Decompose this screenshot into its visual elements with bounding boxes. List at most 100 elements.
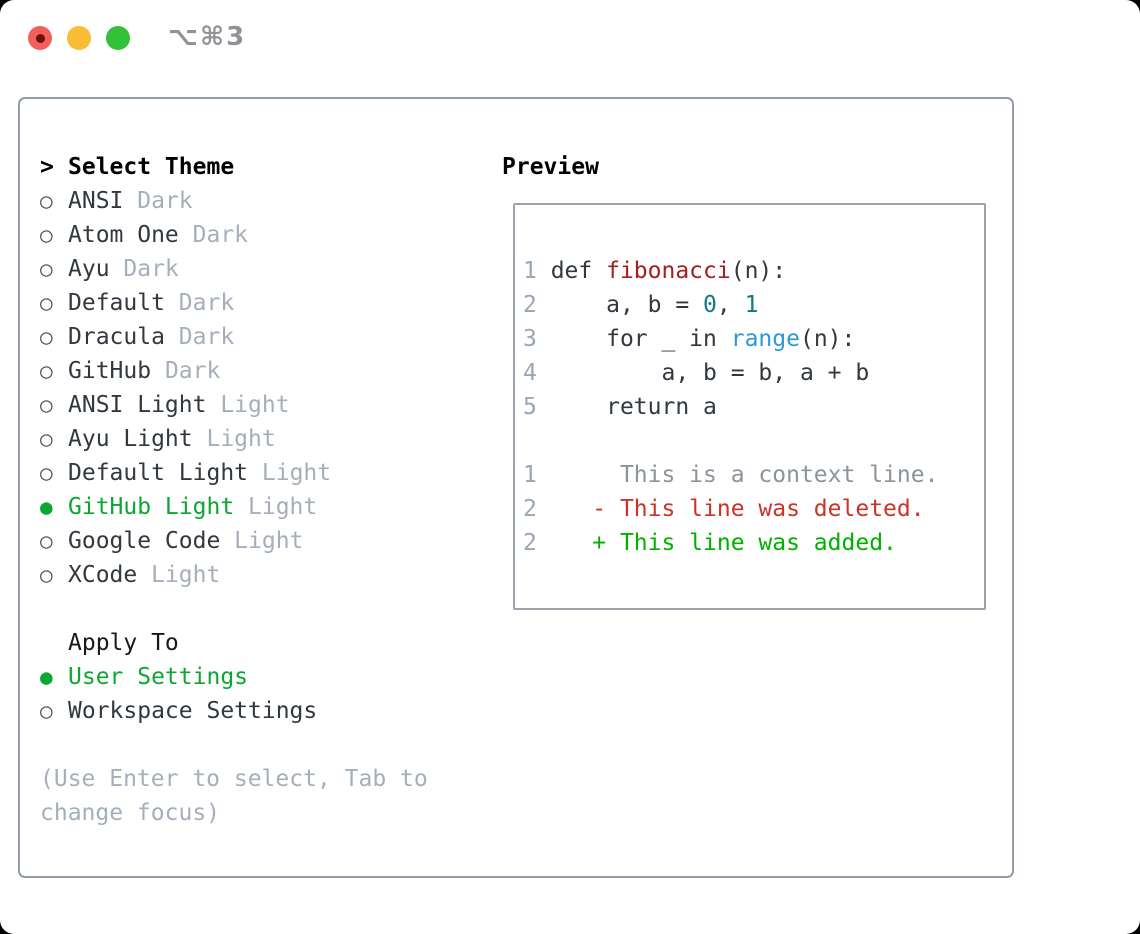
- theme-name: ANSI: [68, 188, 138, 214]
- code-line: 2 - This line was deleted.: [523, 492, 984, 526]
- apply-option-name: Workspace Settings: [68, 698, 318, 724]
- theme-option-ayu-light[interactable]: ○ Ayu Light Light: [40, 422, 490, 456]
- radio-unselected-icon: ○: [40, 291, 53, 315]
- radio-unselected-icon: ○: [40, 223, 53, 247]
- hint-text: (Use Enter to select, Tab to change focu…: [40, 766, 428, 826]
- theme-variant: Light: [206, 426, 276, 452]
- radio-unselected-icon: ○: [40, 257, 53, 281]
- theme-name: Ayu: [68, 256, 124, 282]
- apply-to-indent: [40, 626, 68, 660]
- focus-caret-icon: >: [40, 154, 54, 180]
- radio-unselected-icon: ○: [40, 427, 53, 451]
- code-segment-plain: return a: [550, 394, 717, 420]
- code-segment-plain: (n):: [730, 258, 787, 284]
- code-line: 5 return a: [523, 390, 984, 424]
- theme-option-default[interactable]: ○ Default Dark: [40, 286, 490, 320]
- theme-option-ansi[interactable]: ○ANSI Dark: [40, 184, 490, 218]
- theme-name: GitHub Light: [68, 494, 249, 520]
- code-segment-lineno: 1: [523, 462, 551, 488]
- theme-option-default-light[interactable]: ○ Default Light Light: [40, 456, 490, 490]
- theme-list: ○ ANSI Dark ○ Atom One Dark ○ Ayu Dark ○ Defaul…: [40, 184, 490, 592]
- zoom-button[interactable]: [106, 26, 130, 50]
- theme-variant: Dark: [192, 222, 249, 248]
- theme-name: Default: [68, 290, 179, 316]
- code-segment-lineno: 4: [523, 360, 551, 386]
- theme-variant: Dark: [178, 290, 235, 316]
- code-segment-lineno: 2: [523, 292, 551, 318]
- window-title: ⌥⌘3: [168, 22, 247, 52]
- code-segment-plain: def: [550, 258, 607, 284]
- code-line: 1 This is a context line.: [523, 458, 984, 492]
- theme-variant: Light: [220, 392, 290, 418]
- traffic-lights: [28, 26, 130, 50]
- select-theme-header: > Select Theme: [40, 150, 490, 184]
- close-button[interactable]: [28, 26, 52, 50]
- code-segment-plain: a, b = b, a + b: [550, 360, 870, 386]
- code-segment-plain: ,: [716, 292, 745, 318]
- theme-option-atom-one[interactable]: ○ Atom One Dark: [40, 218, 490, 252]
- code-segment-lineno: 2: [523, 530, 551, 556]
- theme-option-github-light[interactable]: ●GitHub Light Light: [40, 490, 490, 524]
- code-segment-builtin: range: [730, 326, 800, 352]
- theme-variant: Light: [261, 460, 332, 486]
- theme-option-ayu[interactable]: ○ Ayu Dark: [40, 252, 490, 286]
- code-segment-lineno: 1: [523, 258, 551, 284]
- theme-variant: Light: [151, 562, 221, 588]
- radio-unselected-icon: ○: [40, 325, 53, 349]
- theme-option-ansi-light[interactable]: ○ ANSI Light Light: [40, 388, 490, 422]
- radio-unselected-icon: ○: [40, 359, 53, 383]
- theme-name: Default Light: [68, 460, 262, 486]
- code-segment-lineno: 3: [523, 326, 551, 352]
- theme-option-dracula[interactable]: ○Dracula Dark: [40, 320, 490, 354]
- apply-option-workspace-settings[interactable]: ○ Workspace Settings: [40, 694, 490, 728]
- code-segment-lineno: 2: [523, 496, 551, 522]
- theme-option-github[interactable]: ○ GitHub Dark: [40, 354, 490, 388]
- apply-option-user-settings[interactable]: ● User Settings: [40, 660, 490, 694]
- theme-option-xcode[interactable]: ○XCode Light: [40, 558, 490, 592]
- apply-option-name: User Settings: [68, 664, 249, 690]
- code-segment-deleted: - This line was deleted.: [550, 496, 925, 522]
- code-line: 2 a, b = 0, 1: [523, 288, 984, 322]
- radio-unselected-icon: ○: [40, 529, 53, 553]
- theme-selector-column: > Select Theme ○ANSI Dark○Atom One Dark○…: [40, 150, 490, 830]
- theme-option-google-code[interactable]: ○ Google Code Light: [40, 524, 490, 558]
- code-segment-number: 0: [703, 292, 717, 318]
- theme-name: Google Code: [68, 528, 235, 554]
- radio-unselected-icon: ○: [40, 393, 53, 417]
- radio-selected-icon: ●: [40, 665, 53, 689]
- radio-unselected-icon: ○: [40, 189, 53, 213]
- code-segment-added: + This line was added.: [550, 530, 897, 556]
- code-line: 4 a, b = b, a + b: [523, 356, 984, 390]
- theme-name: ANSI Light: [68, 392, 221, 418]
- radio-selected-icon: ●: [40, 495, 53, 519]
- minimize-button[interactable]: [67, 26, 91, 50]
- code-line: 2 + This line was added.: [523, 526, 984, 560]
- code-segment-plain: for _ in: [550, 326, 731, 352]
- window-titlebar: ⌥⌘3: [0, 0, 1140, 97]
- theme-variant: Dark: [164, 358, 221, 384]
- apply-to-label: Apply To: [68, 630, 179, 656]
- code-segment-function: fibonacci: [606, 258, 731, 284]
- code-segment-context: This is a context line.: [550, 462, 939, 488]
- radio-unselected-icon: ○: [40, 461, 53, 485]
- apply-to-header: Apply To: [40, 626, 490, 660]
- theme-name: GitHub: [68, 358, 165, 384]
- code-line: [523, 424, 984, 458]
- theme-name: Dracula: [68, 324, 179, 350]
- code-segment-lineno: 5: [523, 394, 551, 420]
- theme-variant: Dark: [123, 256, 179, 282]
- theme-name: Ayu Light: [68, 426, 207, 452]
- code-segment-plain: (n):: [799, 326, 856, 352]
- theme-name: Atom One: [68, 222, 193, 248]
- radio-unselected-icon: ○: [40, 699, 53, 723]
- spacer: [40, 592, 490, 626]
- code-line: 3 for _ in range(n):: [523, 322, 984, 356]
- spacer: [40, 728, 490, 762]
- theme-variant: Light: [234, 528, 304, 554]
- code-segment-plain: a, b =: [550, 292, 704, 318]
- apply-to-list: ● User Settings ○ Workspace Settings: [40, 660, 490, 728]
- select-theme-label: Select Theme: [68, 154, 235, 180]
